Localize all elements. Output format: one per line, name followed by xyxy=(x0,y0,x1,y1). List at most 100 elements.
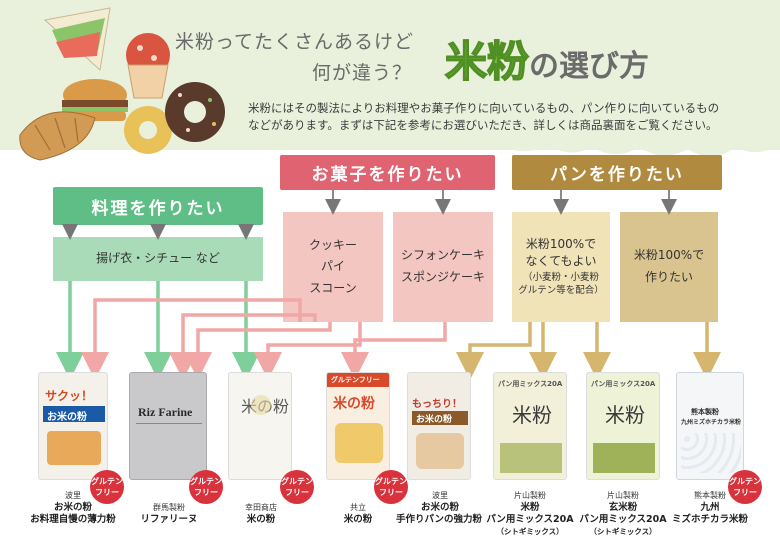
sandwich-icon xyxy=(43,7,111,71)
badge-line-1: グルテン xyxy=(190,477,222,486)
package-label: サクッ！ xyxy=(45,389,94,403)
green-arrows xyxy=(56,281,260,380)
product-caption-sub: お料理自慢の薄力粉 xyxy=(28,514,118,526)
product-caption-sub: 手作りパンの強力粉 xyxy=(386,514,492,526)
main-title: 米粉の選び方 xyxy=(444,28,650,89)
donut-icon xyxy=(124,82,225,154)
gluten-free-badge: グルテン フリー xyxy=(728,470,762,504)
package-label-2: 九州ミズホチカラ米粉 xyxy=(681,419,742,426)
gluten-free-badge: グルテン フリー xyxy=(90,470,124,504)
rice-plant-image xyxy=(593,443,655,473)
package-band xyxy=(412,411,468,425)
pink-arrows xyxy=(81,298,447,380)
product-name: 九州 xyxy=(700,502,720,513)
use-line: グルテン等を配合） xyxy=(518,285,604,297)
product-caption: 群馬製粉 リファリーヌ xyxy=(129,502,209,526)
croissant-icon xyxy=(19,111,96,161)
product-note: （シトギミックス） xyxy=(496,527,564,536)
badge-line-2: フリー xyxy=(285,488,309,497)
main-title-suffix: の選び方 xyxy=(529,49,650,84)
badge-line-2: フリー xyxy=(95,488,119,497)
package-label: Riz Farine xyxy=(138,405,193,419)
intro-line-2: などがあります。まずは下記を参考にお選びいただき、詳しくは商品裏面をご覧ください… xyxy=(248,118,718,132)
gluten-free-badge: グルテン フリー xyxy=(374,470,408,504)
product-maker: 片山製粉 xyxy=(514,491,546,500)
package-band xyxy=(43,406,105,422)
badge-line-1: グルテン xyxy=(375,477,407,486)
use-line: （小麦粉・小麦粉 xyxy=(522,271,599,283)
header-arrows xyxy=(62,190,677,240)
food-illustration xyxy=(19,7,225,161)
badge-line-2: フリー xyxy=(733,488,757,497)
use-box-cooking: 揚げ衣・シチュー など xyxy=(53,237,263,281)
package-label: 熊本製粉 xyxy=(691,408,719,416)
roll-cake-image xyxy=(335,423,383,463)
product-maker: 群馬製粉 xyxy=(153,503,185,512)
rice-pattern xyxy=(681,433,741,473)
package-label-2: お米の粉 xyxy=(47,412,87,423)
product-package: サクッ！ お米の粉 xyxy=(38,372,108,480)
product-name-2: ミズホチカラ米粉 xyxy=(671,514,748,525)
rice-plant-image xyxy=(500,443,562,473)
product-package: もっちり！ お米の粉 xyxy=(407,372,471,480)
product-name: リファリーヌ xyxy=(140,514,198,525)
product-maker: 波里 xyxy=(65,491,81,500)
product-name: お米の粉 xyxy=(53,502,92,513)
category-cooking: 料理を作りたい xyxy=(53,187,263,225)
product-name: 米の粉 xyxy=(343,514,373,525)
package-line xyxy=(136,423,202,424)
use-line: 米粉100%で xyxy=(633,248,705,263)
product-maker: 熊本製粉 xyxy=(694,491,726,500)
title-line-2: 何が違う？ xyxy=(312,62,413,84)
use-line: スポンジケーキ xyxy=(400,270,485,284)
product-maker: 波里 xyxy=(432,491,448,500)
product-name-2: パン用ミックス20A xyxy=(579,514,667,525)
use-line: スコーン xyxy=(309,280,357,295)
product-caption: 幸田商店 米の粉 xyxy=(226,502,296,526)
product-caption: 片山製粉 玄米粉 パン用ミックス20A （シトギミックス） xyxy=(575,490,671,538)
package-label: 米の粉 xyxy=(333,396,375,412)
category-bread: パンを作りたい xyxy=(512,155,722,190)
badge-line-1: グルテン xyxy=(281,477,313,486)
product-maker: 片山製粉 xyxy=(607,491,639,500)
bread-image xyxy=(416,433,464,469)
use-line: 米粉100%で xyxy=(525,236,597,251)
product-name: 米粉 xyxy=(520,502,540,513)
use-line: 作りたい xyxy=(644,270,693,284)
product-name-2: 手作りパンの強力粉 xyxy=(396,514,482,525)
use-line: なくてもよい xyxy=(525,254,597,269)
product-name: 米の粉 xyxy=(246,514,276,525)
product-name-2: お料理自慢の薄力粉 xyxy=(30,514,116,525)
product-note: （シトギミックス） xyxy=(589,527,657,536)
package-label-2: 米粉 xyxy=(512,403,552,427)
package-label: パン用ミックス20A xyxy=(591,380,656,388)
main-title-rice-flour: 米粉 xyxy=(444,36,530,87)
product-package: パン用ミックス20A 米粉 xyxy=(586,372,660,480)
package-label: パン用ミックス20A xyxy=(498,380,563,388)
product-caption: 熊本製粉 九州 ミズホチカラ米粉 xyxy=(664,490,756,526)
product-package: Riz Farine xyxy=(129,372,207,480)
product-name: 玄米粉 xyxy=(608,502,638,513)
package-label-2: 米粉 xyxy=(605,403,645,427)
use-box-cakes: シフォンケーキ スポンジケーキ xyxy=(393,212,493,322)
muffin-icon xyxy=(126,33,170,99)
brown-arrows xyxy=(456,322,721,380)
product-caption: 片山製粉 米粉 パン用ミックス20A （シトギミックス） xyxy=(482,490,578,538)
badge-line-1: グルテン xyxy=(729,477,761,486)
use-box-bread-mixed: 米粉100%で なくてもよい （小麦粉・小麦粉 グルテン等を配合） xyxy=(512,212,610,322)
package-top-band xyxy=(327,373,389,387)
product-caption: 波里 お米の粉 xyxy=(395,490,485,514)
product-name-2: パン用ミックス20A xyxy=(486,514,574,525)
use-line: パイ xyxy=(320,259,345,274)
title-line-1: 米粉ってたくさんあるけど xyxy=(175,31,415,53)
use-box-bread-pure: 米粉100%で 作りたい xyxy=(620,212,718,322)
product-maker: 共立 xyxy=(350,503,366,512)
product-maker: 幸田商店 xyxy=(245,503,277,512)
intro-text: 米粉にはその製法によりお料理やお菓子作りに向いているもの、パン作りに向いているも… xyxy=(248,100,768,134)
tempura-image xyxy=(47,431,101,465)
badge-line-1: グルテン xyxy=(91,477,123,486)
product-package: パン用ミックス20A 米粉 xyxy=(493,372,567,480)
product-caption: 波里 お米の粉 xyxy=(38,490,108,514)
package-label: もっちり！ xyxy=(412,399,462,410)
